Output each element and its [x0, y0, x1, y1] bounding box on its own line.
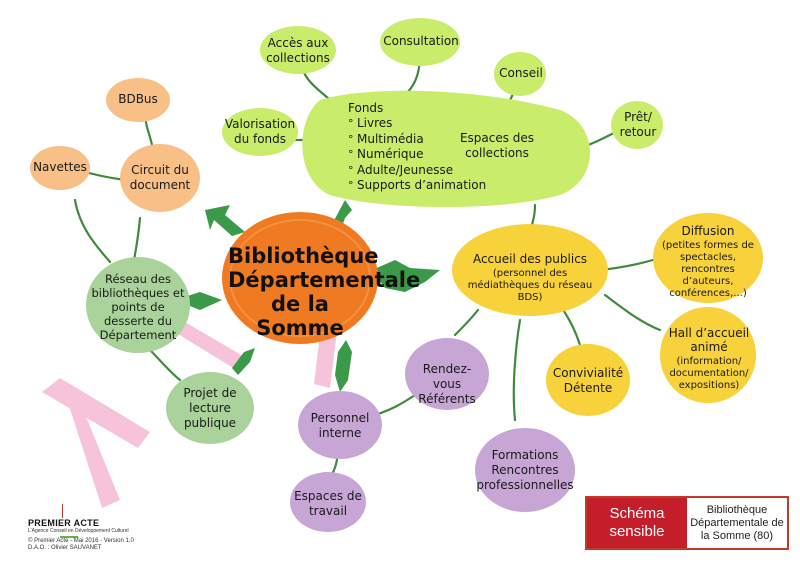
blob-consultation	[380, 18, 460, 66]
fonds-list: Livres Multimédia Numérique Adulte/Jeune…	[348, 116, 486, 194]
node-bdbus: BDBus	[118, 92, 158, 106]
blob-espaces-travail	[290, 472, 366, 532]
legend-label: Schéma sensible	[587, 498, 687, 548]
node-conseil: Conseil	[499, 66, 543, 80]
blob-bdbus	[106, 78, 170, 122]
blob-diffusion	[653, 213, 763, 303]
center-title: Bibliothèque Départementale de la Somme	[228, 244, 421, 340]
leaf-arrow-right	[372, 260, 440, 292]
blob-projet	[166, 372, 254, 444]
node-navettes: Navettes	[33, 160, 87, 174]
fonds-item: Adulte/Jeunesse	[348, 163, 486, 179]
node-hall-sub: (information/ documentation/ expositions…	[669, 356, 749, 391]
brand-mark	[62, 504, 63, 518]
fonds-title: Fonds	[348, 101, 384, 115]
node-diffusion-title: Diffusion	[681, 224, 735, 238]
node-acces: Accès aux collections	[266, 36, 330, 65]
blob-navettes	[30, 146, 90, 190]
node-reseau: Réseau des bibliothèques et points de de…	[91, 272, 185, 342]
node-diffusion-sub: (petites formes de spectacles, rencontre…	[662, 240, 754, 299]
blob-personnel	[298, 391, 382, 459]
blob-hall	[660, 307, 756, 403]
blob-pret	[611, 101, 663, 149]
node-consultation: Consultation	[383, 34, 459, 48]
blob-conseil	[494, 52, 546, 96]
fonds-item: Multimédia	[348, 132, 486, 148]
node-espaces-travail: Espaces de travail	[294, 489, 362, 518]
blob-center	[222, 212, 378, 344]
node-personnel: Personnel interne	[310, 411, 370, 440]
node-hall-title: Hall d’accueil animé	[668, 326, 750, 354]
node-projet: Projet de lecture publique	[183, 386, 237, 430]
node-rendezvous: Rendez-vous Référents	[418, 362, 476, 406]
fonds-item: Numérique	[348, 147, 486, 163]
brand-name: PREMIER ACTE	[28, 518, 100, 528]
node-formations: Formations Rencontres professionnelles	[476, 448, 574, 492]
node-convivialite: Convivialité Détente	[552, 366, 624, 395]
blob-formations	[475, 428, 575, 512]
fonds-item: Supports d’animation	[348, 178, 486, 194]
fonds-item: Livres	[348, 116, 486, 132]
leaf-arrow-bottom-left	[232, 348, 255, 375]
node-circuit: Circuit du document	[129, 163, 191, 192]
footer-copyright: © Premier Acte - Mai 2016 - Version 1.0	[28, 538, 134, 544]
leaf-arrow-bottom	[335, 340, 352, 392]
blob-acces	[260, 26, 336, 74]
blob-accueil	[452, 224, 608, 316]
blob-convivialite	[546, 344, 630, 416]
legend-subject: Bibliothèque Départementale de la Somme …	[690, 503, 784, 542]
blob-valorisation	[222, 108, 298, 156]
blob-circuit	[120, 144, 200, 212]
leaf-arrow-top-left	[205, 205, 245, 236]
node-accueil-sub: (personnel des médiathèques du réseau BD…	[467, 268, 593, 303]
footer-dao: D.A.O. : Olivier SAUVANET	[28, 545, 102, 551]
brand-tagline: L’Agence Conseil en Développement Cultur…	[28, 528, 129, 534]
brand-bar	[60, 536, 78, 538]
blob-reseau	[86, 257, 190, 353]
legend-box: Schéma sensible Bibliothèque Département…	[585, 496, 789, 550]
node-pret: Prêt/ retour	[619, 110, 657, 139]
pink-decoration	[42, 318, 338, 508]
node-accueil-title: Accueil des publics	[472, 252, 588, 266]
blob-rendezvous	[405, 338, 489, 410]
node-espaces-collections: Espaces des collections	[459, 131, 535, 160]
node-valorisation: Valorisation du fonds	[224, 117, 296, 146]
